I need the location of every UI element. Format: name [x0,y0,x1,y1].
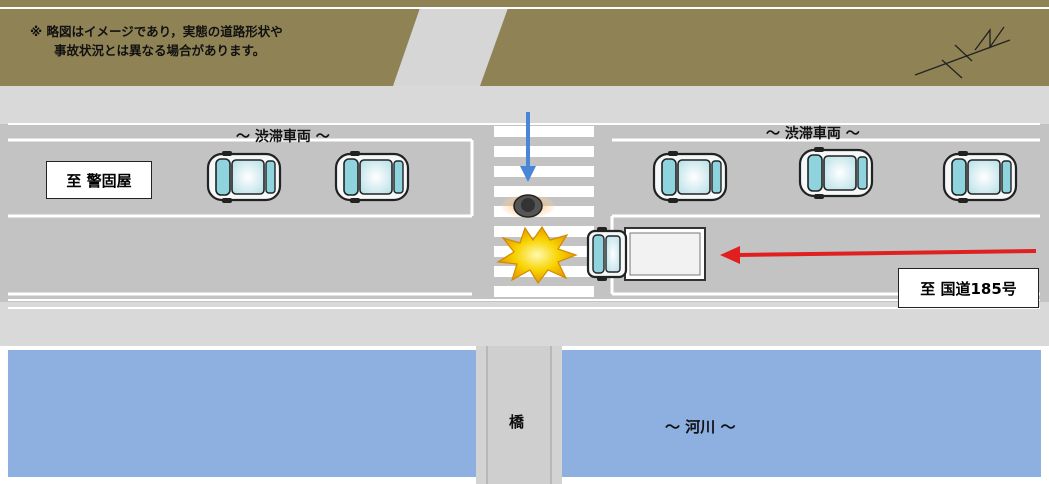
pedestrian-icon [502,194,554,218]
congestion-label-left: ～ 渋滞車両 ～ [236,129,330,145]
footpath [393,8,508,86]
north-arrow-icon [914,26,1011,79]
car-right-1 [652,149,728,205]
car-right-3 [942,149,1018,205]
car-right-2 [798,145,874,201]
car-left-2 [334,149,410,205]
truck [586,227,706,281]
disclaimer-note: ※ 略図はイメージであり，実態の道路形状や 事故状況とは異なる場合があります。 [30,22,283,60]
disclaimer-line-1: ※ 略図はイメージであり，実態の道路形状や [30,24,283,39]
disclaimer-line-2: 事故状況とは異なる場合があります。 [54,43,266,58]
car-left-1 [206,149,282,205]
impact-burst-icon [496,225,578,285]
river-label: ～ 河川 ～ [665,418,736,436]
congestion-label-right: ～ 渋滞車両 ～ [766,126,860,142]
direction-sign-route185: 至 国道185号 [898,268,1039,308]
direction-label-keigoya: 至 警固屋 [66,171,132,190]
truck-direction-arrow [720,246,1037,264]
ground-top [0,0,1049,86]
river-right [562,350,1041,477]
river-left [8,350,476,477]
pedestrian-direction-arrow [520,112,536,182]
bridge-label: 橋 [509,413,525,431]
direction-sign-keigoya: 至 警固屋 [46,161,152,199]
sidewalk-bottom [0,302,1049,346]
direction-label-route185: 至 国道185号 [920,279,1017,298]
sidewalk-top [0,86,1049,124]
